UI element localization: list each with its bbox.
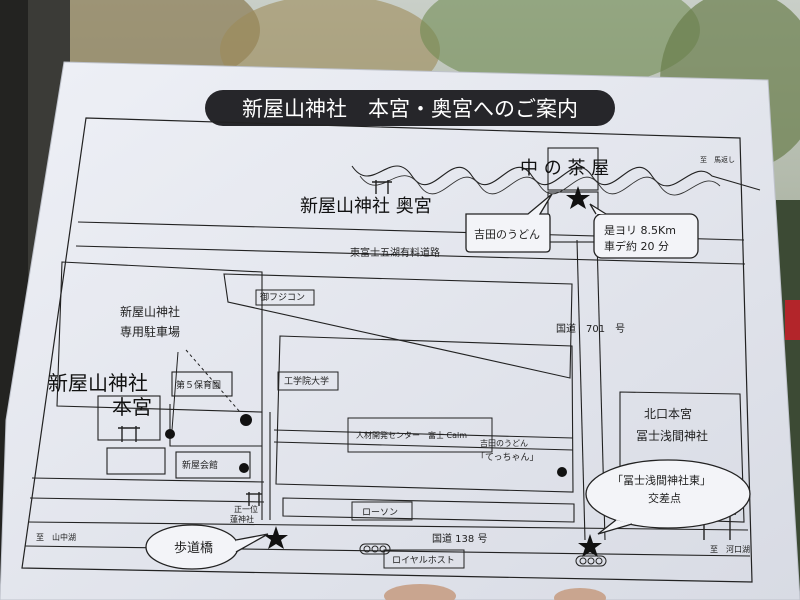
label-footbridge: 歩道橋 bbox=[174, 541, 213, 556]
label-box bbox=[383, 549, 465, 569]
label-box bbox=[351, 501, 413, 521]
label-intersection-1: 「冨士浅間神社東」 bbox=[612, 473, 711, 487]
label-kaikan: 新屋会館 bbox=[182, 459, 218, 471]
label-tecchan-1: 吉田のうどん bbox=[480, 439, 528, 448]
hand bbox=[384, 584, 606, 600]
label-to-yamanakako: 至 山中湖 bbox=[36, 532, 76, 542]
label-college: 工学院大学 bbox=[284, 375, 329, 387]
label-hongu-1: 新屋山神社 bbox=[48, 371, 148, 395]
label-center: 人材開発センター 富士 Calm bbox=[356, 430, 467, 440]
label-parking-1: 新屋山神社 bbox=[120, 304, 180, 319]
label-kitaguchi-2: 冨士浅間神社 bbox=[636, 428, 708, 443]
title-banner: 新屋山神社 本宮・奥宮へのご案内 bbox=[205, 90, 615, 126]
leader-line bbox=[185, 349, 241, 413]
label-to-umagaeshi: 至 馬返し bbox=[700, 156, 735, 164]
label-yoshida-udon: 吉田のうどん bbox=[474, 228, 540, 241]
map-labels: 中 の 茶 屋 新屋山神社 奥宮 吉田のうどん 是ヨリ 8.5Km 車デ約 20… bbox=[36, 156, 750, 569]
label-box bbox=[347, 417, 493, 453]
label-box bbox=[255, 289, 315, 306]
label-kitaguchi-1: 北口本宮 bbox=[644, 406, 692, 421]
label-intersection-2: 交差点 bbox=[648, 491, 681, 505]
callout-bubble bbox=[145, 193, 751, 570]
star-marker bbox=[264, 186, 602, 557]
map-title: 新屋山神社 本宮・奥宮へのご案内 bbox=[242, 97, 578, 121]
label-naka-no-chaya: 中 の 茶 屋 bbox=[520, 158, 609, 179]
label-hongu-2: 本宮 bbox=[112, 395, 152, 419]
label-royal-host: ロイヤルホスト bbox=[392, 555, 455, 566]
mountain-road bbox=[351, 165, 761, 191]
traffic-light-icon bbox=[359, 543, 607, 567]
label-toll-road: 東富士五湖有料道路 bbox=[350, 246, 440, 259]
label-shrine-1: 正一位 bbox=[234, 504, 258, 514]
leader-line bbox=[171, 351, 179, 431]
map-frame bbox=[21, 117, 753, 583]
label-box bbox=[277, 371, 339, 391]
location-dot bbox=[165, 414, 567, 477]
mountain-road-inner bbox=[359, 175, 721, 196]
label-hoikuen: 第５保育園 bbox=[176, 379, 221, 391]
label-distance-1: 是ヨリ 8.5Km bbox=[604, 224, 676, 237]
paper-sheet bbox=[0, 61, 800, 600]
label-lawson: ローソン bbox=[362, 508, 398, 518]
label-shrine-2: 蓮神社 bbox=[230, 514, 254, 524]
label-distance-2: 車デ約 20 分 bbox=[604, 239, 669, 253]
label-parking-2: 専用駐車場 bbox=[120, 324, 180, 339]
label-route-138: 国道 138 号 bbox=[432, 532, 487, 545]
label-fujikon: 御フジコン bbox=[260, 291, 305, 303]
label-route-701: 国道 701 号 bbox=[556, 322, 625, 335]
label-tecchan-2: 「てっちゃん」 bbox=[476, 452, 538, 463]
label-okumiya: 新屋山神社 奥宮 bbox=[300, 196, 432, 217]
label-to-kawaguchiko: 至 河口湖 bbox=[710, 544, 750, 554]
